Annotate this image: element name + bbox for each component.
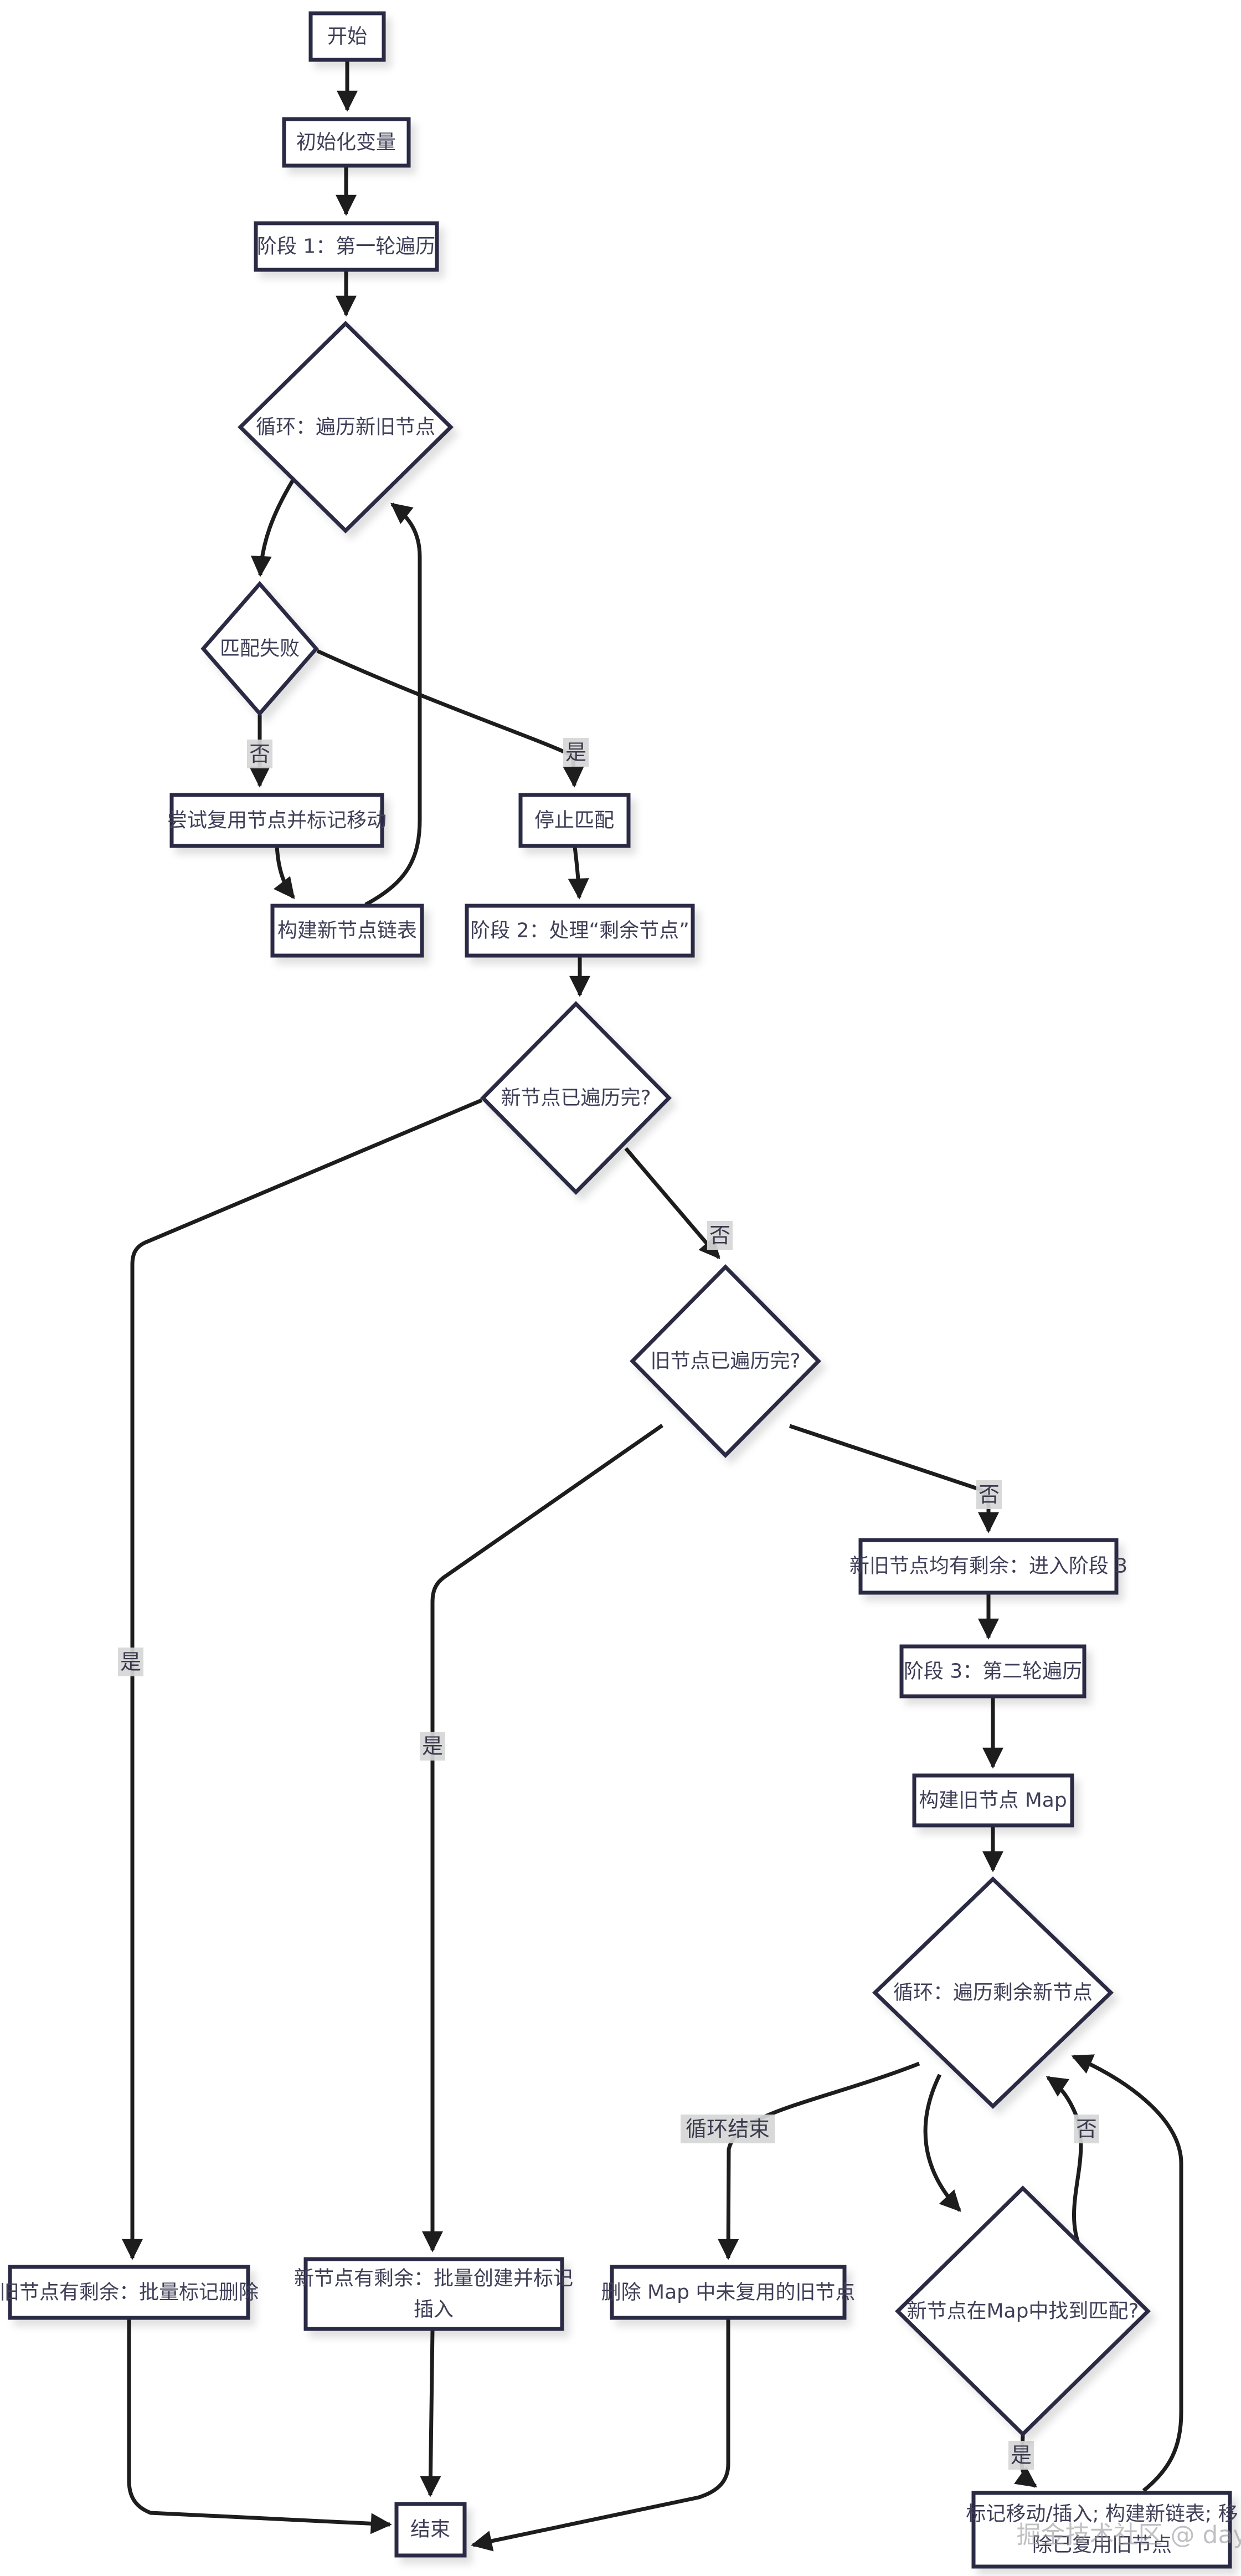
edge-label-text: 否 [979,1482,1000,1507]
node-oldremain-label: 旧节点有剩余：批量标记删除 [0,2281,259,2304]
node-phase1-label: 阶段 1：第一轮遍历 [257,235,435,258]
node-buildnewlist-label: 构建新节点链表 [277,920,417,942]
node-markmove-line2: 除已复用旧节点 [1032,2534,1172,2557]
node-phase3: 阶段 3：第二轮遍历 [899,1644,1086,1698]
edge-deleteunused-end [471,2319,730,2552]
edge-loop1-matchfail [250,478,295,577]
node-olddone-label: 旧节点已遍历完? [650,1350,800,1373]
edge-label-loop-end: 循环结束 [681,2115,775,2143]
node-newremain-line1: 新节点有剩余：批量创建并标记 [294,2267,573,2290]
edge-loop2-deleteunused [718,2061,920,2260]
node-loop1-label: 循环：遍历新旧节点 [256,416,435,439]
node-newdone-decision: 新节点已遍历完? [480,1001,672,1195]
node-stopmatch-label: 停止匹配 [534,809,614,832]
edge-label-yes-olddone: 是 [420,1732,445,1761]
node-phase2: 阶段 2：处理“剩余节点” [465,904,695,958]
edge-newdone-olddone [624,1147,720,1259]
edge-label-no-mapmatch: 否 [1074,2115,1099,2143]
edge-labels: 否 是 否 否 是 是 循环结束 否 [118,738,1099,2470]
node-markmove: 标记移动/插入; 构建新链表; 移 除已复用旧节点 [966,2491,1238,2569]
edge-label-text: 否 [709,1223,730,1248]
node-init-label: 初始化变量 [296,131,396,154]
edge-markmove-loop2 [1071,2054,1183,2492]
node-loop2-decision: 循环：遍历剩余新节点 [872,1876,1114,2109]
edge-label-yes-mapmatch: 是 [1008,2441,1034,2470]
node-end: 结束 [394,2502,467,2558]
edge-label-text: 是 [422,1734,443,1758]
node-phase1: 阶段 1：第一轮遍历 [254,221,439,272]
watermark-text: 掘金技术社区 @ day1 [1017,2521,1241,2549]
node-phase3-label: 阶段 3：第二轮遍历 [904,1660,1082,1683]
node-loop1-decision: 循环：遍历新旧节点 [238,321,454,533]
edge-matchfail-stopmatch [316,649,584,788]
node-markmove-line1: 标记移动/插入; 构建新链表; 移 [966,2503,1238,2526]
edge-label-text: 否 [249,742,270,766]
edge-buildnewlist-loop1 [364,502,422,907]
node-loop2-label: 循环：遍历剩余新节点 [893,1982,1093,2004]
node-start-label: 开始 [327,25,367,48]
node-deleteunused: 删除 Map 中未复用的旧节点 [601,2265,856,2320]
edge-label-no-newdone: 否 [707,1221,733,1250]
edge-oldremain-end [127,2319,392,2534]
node-stopmatch: 停止匹配 [518,793,631,848]
node-tryreuse-label: 尝试复用节点并标记移动 [167,809,387,832]
edge-label-text: 否 [1076,2117,1097,2141]
edge-label-yes-newdone: 是 [118,1648,143,1676]
node-phase2-label: 阶段 2：处理“剩余节点” [470,920,689,942]
nodes: 开始 初始化变量 阶段 1：第一轮遍历 循环：遍历新旧节点 匹配失败 尝试复用节… [0,11,1238,2569]
edge-olddone-bothremain [789,1424,999,1533]
edge-label-text: 是 [565,740,586,764]
edge-label-yes-matchfail: 是 [563,738,589,767]
node-newdone-label: 新节点已遍历完? [501,1087,651,1110]
edge-loop2-mapmatch [923,2074,961,2212]
edge-label-text: 是 [1011,2443,1032,2467]
edge-tryreuse-buildnewlist [273,845,295,899]
node-init: 初始化变量 [282,117,411,168]
edge-label-text: 循环结束 [686,2117,770,2141]
node-buildmap: 构建旧节点 Map [912,1773,1074,1828]
node-olddone-decision: 旧节点已遍历完? [630,1264,821,1458]
edge-label-no-matchfail: 否 [247,740,272,768]
node-matchfail-label: 匹配失败 [220,638,300,660]
node-bothremain: 新旧节点均有剩余：进入阶段 3 [849,1538,1127,1595]
node-deleteunused-label: 删除 Map 中未复用的旧节点 [601,2281,856,2304]
edge-label-no-olddone: 否 [976,1480,1002,1509]
edge-label-text: 是 [120,1650,141,1674]
node-newremain: 新节点有剩余：批量创建并标记 插入 [294,2257,573,2331]
node-end-label: 结束 [410,2518,450,2541]
node-mapmatch-decision: 新节点在Map中找到匹配? [895,2185,1151,2437]
edge-newdone-oldremain [122,1098,483,2260]
node-start: 开始 [308,11,386,62]
node-matchfail-decision: 匹配失败 [200,581,319,717]
node-bothremain-label: 新旧节点均有剩余：进入阶段 3 [849,1555,1127,1578]
node-buildnewlist: 构建新节点链表 [270,904,424,958]
node-buildmap-label: 构建旧节点 Map [919,1789,1067,1812]
node-mapmatch-label: 新节点在Map中找到匹配? [907,2300,1139,2323]
edge-newremain-end [420,2329,441,2497]
edge-stopmatch-phase2 [568,846,589,900]
node-oldremain: 旧节点有剩余：批量标记删除 [0,2265,259,2320]
edge-olddone-newremain [422,1424,663,2252]
node-tryreuse: 尝试复用节点并标记移动 [167,793,387,848]
node-newremain-line2: 插入 [414,2298,454,2321]
